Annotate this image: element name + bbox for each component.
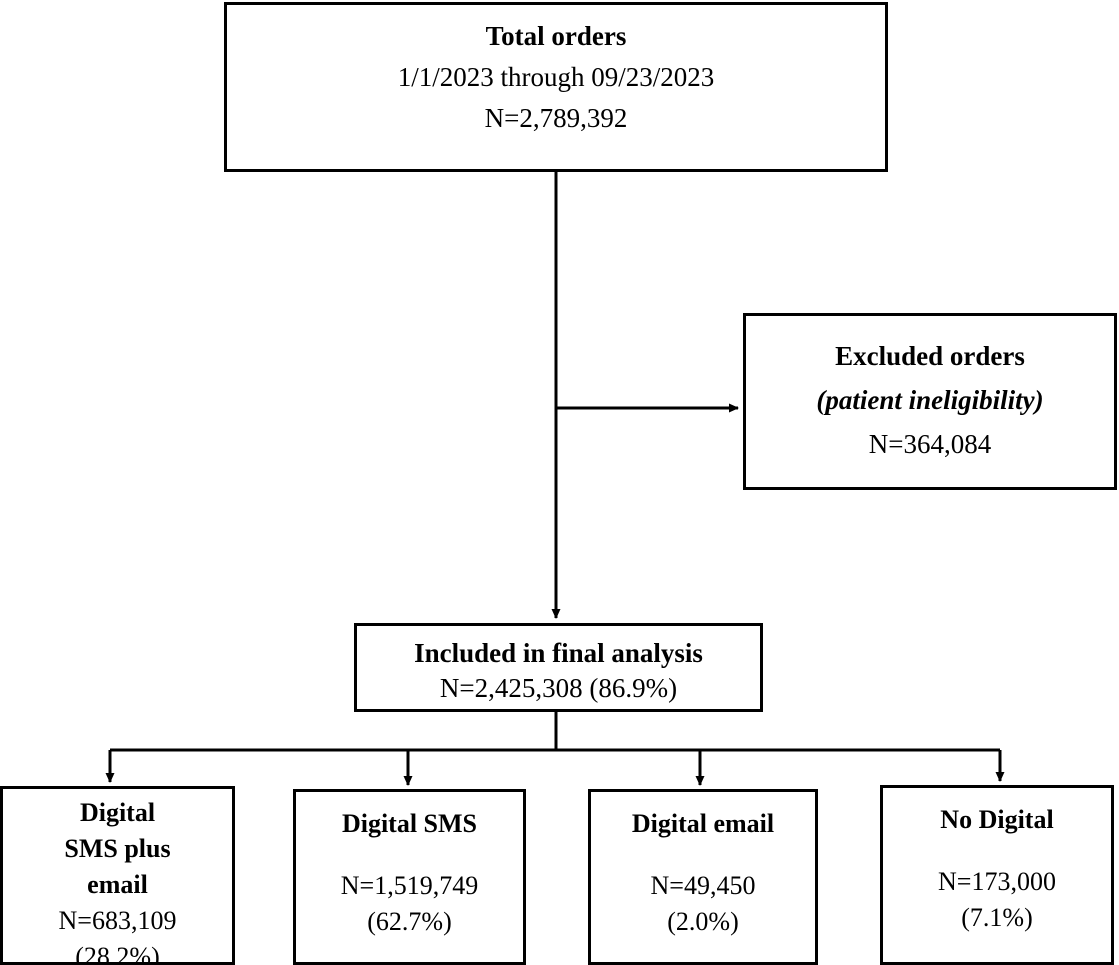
group-title-line-1: No Digital: [940, 805, 1054, 834]
excluded-orders-count: N=364,084: [868, 429, 992, 459]
node-total-orders: Total orders 1/1/2023 through 09/23/2023…: [224, 2, 888, 172]
excluded-orders-reason: (patient ineligibility): [816, 385, 1044, 415]
group-title-line-1: Digital SMS: [341, 809, 478, 838]
group-spacer: [883, 838, 1111, 864]
group-spacer: [296, 842, 523, 868]
group-title-line-1: Digital: [79, 798, 156, 827]
node-group-no-digital: No Digital N=173,000 (7.1%): [880, 785, 1114, 965]
group-title-line-3: email: [87, 870, 148, 899]
group-percent: (7.1%): [961, 903, 1033, 932]
group-count: N=683,109: [58, 906, 177, 935]
group-percent: (28.2%): [75, 942, 160, 965]
group-title-line-2: SMS plus: [64, 834, 171, 863]
total-orders-title: Total orders: [485, 21, 627, 51]
group-count: N=49,450: [650, 871, 756, 900]
total-orders-count: N=2,789,392: [484, 103, 628, 133]
group-percent: (2.0%): [667, 907, 739, 936]
total-orders-date-range: 1/1/2023 through 09/23/2023: [397, 62, 715, 92]
group-percent: (62.7%): [367, 907, 452, 936]
node-included-final-analysis: Included in final analysis N=2,425,308 (…: [354, 623, 763, 712]
node-excluded-orders: Excluded orders (patient ineligibility) …: [743, 313, 1117, 490]
group-title-line-1: Digital email: [631, 809, 775, 838]
group-count: N=173,000: [938, 867, 1056, 896]
included-count: N=2,425,308 (86.9%): [439, 673, 678, 703]
node-group-digital-sms-plus-email: Digital SMS plus email N=683,109 (28.2%): [0, 786, 235, 965]
group-spacer: [591, 842, 815, 868]
included-title: Included in final analysis: [414, 638, 703, 668]
group-count: N=1,519,749: [340, 871, 479, 900]
node-group-digital-sms: Digital SMS N=1,519,749 (62.7%): [293, 789, 526, 965]
excluded-orders-title: Excluded orders: [835, 341, 1025, 371]
node-group-digital-email: Digital email N=49,450 (2.0%): [588, 789, 818, 965]
